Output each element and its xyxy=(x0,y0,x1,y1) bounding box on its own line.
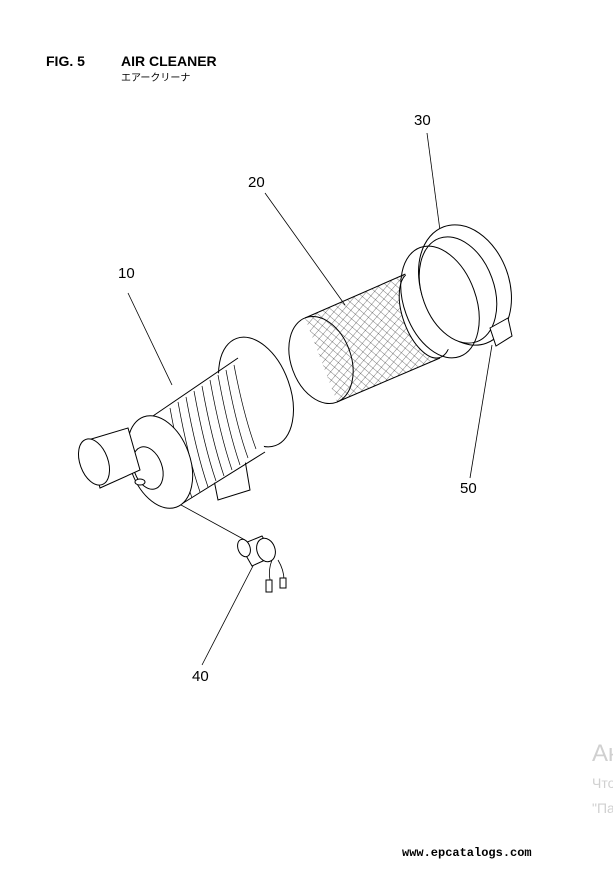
callout-40: 40 xyxy=(192,668,209,685)
leader-40 xyxy=(201,561,256,666)
leader-10 xyxy=(127,292,173,386)
indicator xyxy=(237,535,287,593)
air-cleaner-housing xyxy=(77,336,294,509)
leader-50 xyxy=(469,344,493,479)
callout-10: 10 xyxy=(118,265,135,282)
figure-title-japanese: エアークリーナ xyxy=(121,73,191,84)
callout-50: 50 xyxy=(460,480,477,497)
callout-20: 20 xyxy=(248,174,265,191)
watermark-line-2: Что xyxy=(592,775,613,791)
leader-20 xyxy=(264,192,346,306)
callout-30: 30 xyxy=(414,112,431,129)
leader-30 xyxy=(426,132,442,239)
figure-title: AIR CLEANER xyxy=(121,53,217,69)
watermark-line-1: Ак xyxy=(592,740,613,767)
valve xyxy=(489,317,513,347)
watermark-line-3: "Па xyxy=(592,800,613,816)
figure-number: FIG. 5 xyxy=(46,53,85,69)
cover xyxy=(400,224,512,359)
footer-url[interactable]: www.epcatalogs.com xyxy=(402,846,532,860)
